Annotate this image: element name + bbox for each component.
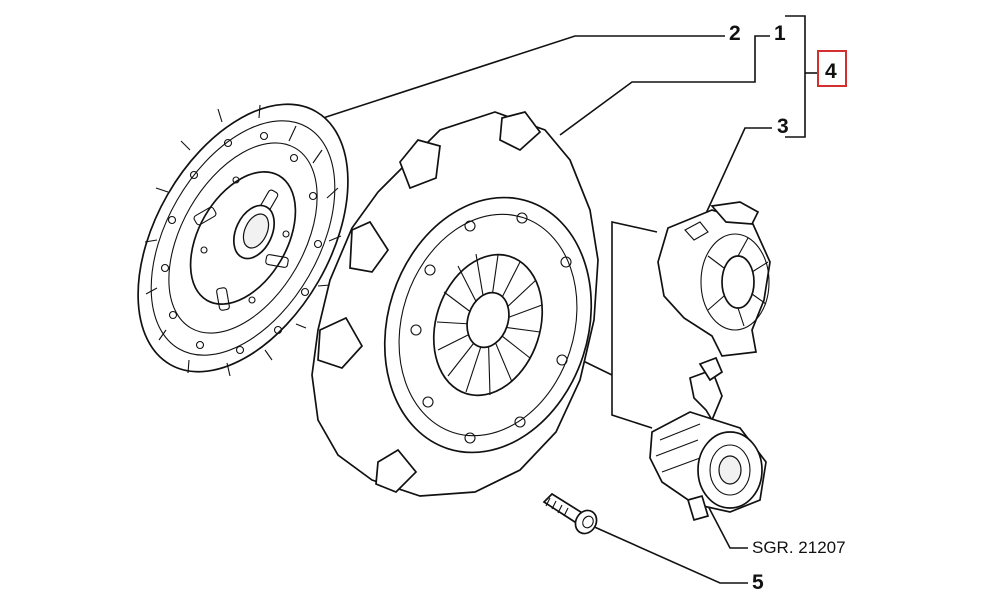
callout-1: 1 [774, 22, 786, 45]
callout-4: 4 [825, 60, 837, 83]
callout-4-highlight-box [817, 50, 847, 87]
clutch-disc-illustration [137, 103, 349, 377]
slave-cylinder-illustration [649, 356, 767, 522]
reference-number: SGR. 21207 [752, 538, 846, 557]
leader-lines [322, 15, 818, 584]
callout-3: 3 [777, 115, 789, 138]
release-bearing-illustration [657, 201, 771, 357]
callouts: 1 2 3 4 5 SGR. 21207 [729, 22, 847, 594]
callout-2: 2 [729, 22, 741, 45]
callout-5: 5 [752, 571, 764, 594]
bolt-illustration [542, 492, 598, 535]
pressure-plate-illustration [311, 111, 599, 497]
